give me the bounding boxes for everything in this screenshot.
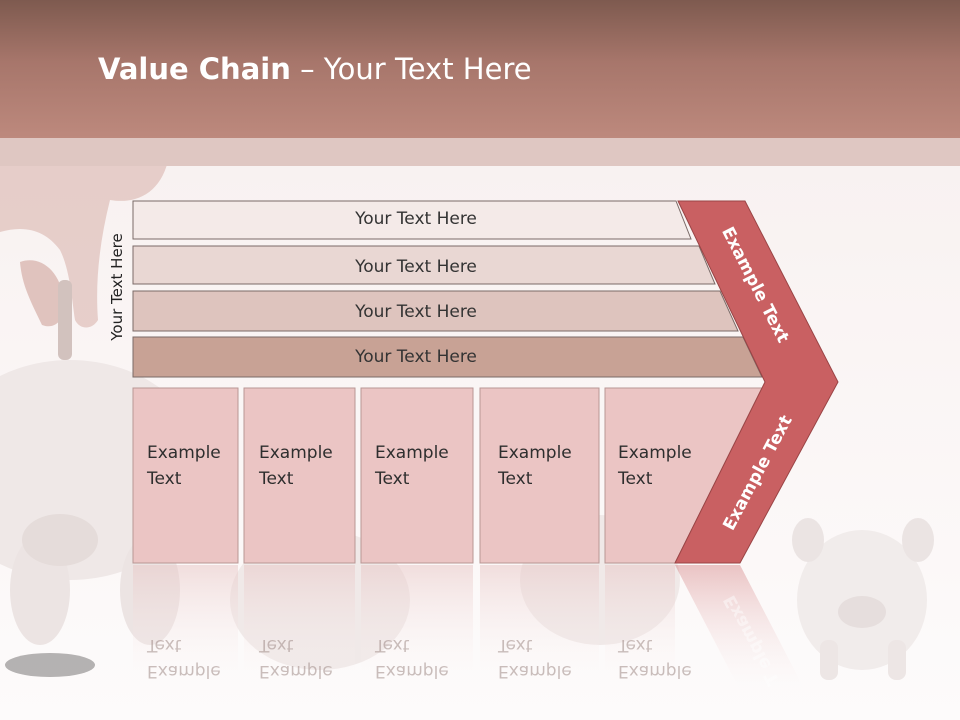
box-reflection-label-5-line2: Text: [618, 635, 653, 655]
chevron-reflection: [675, 565, 810, 700]
title-bold: Value Chain: [98, 52, 291, 86]
box-label-4-line2: Text: [498, 469, 533, 489]
box-reflection-label-2: Example Text: [259, 632, 333, 684]
header-band: [0, 138, 960, 166]
box-reflection-label-2-line1: Example: [259, 661, 333, 681]
box-4: [479, 387, 600, 564]
box-label-5-line2: Text: [618, 469, 653, 489]
bar-1: [132, 200, 692, 240]
box-reflection-label-4: Example Text: [498, 632, 572, 684]
box-reflection-label-4-line2: Text: [498, 635, 533, 655]
box-reflection-label-3-line1: Example: [375, 661, 449, 681]
box-reflection-2: [244, 565, 355, 695]
bar-2: [132, 245, 716, 285]
slide-title: Value Chain – Your Text Here: [98, 52, 532, 86]
box-reflection-label-1-line1: Example: [147, 661, 221, 681]
bar-label-1: Your Text Here: [355, 209, 477, 229]
title-rest: – Your Text Here: [290, 52, 532, 86]
bar-4: [132, 336, 763, 378]
box-reflection-4: [480, 565, 599, 695]
bar-label-2: Your Text Here: [355, 257, 477, 277]
header-bar: [0, 0, 960, 138]
box-reflection-label-4-line1: Example: [498, 661, 572, 681]
box-reflection-label-1-line2: Text: [147, 635, 182, 655]
box-label-1-line1: Example: [147, 443, 221, 463]
bar-label-3: Your Text Here: [355, 302, 477, 322]
box-reflection-label-5-line1: Example: [618, 661, 692, 681]
box-reflection-label-1: Example Text: [147, 632, 221, 684]
box-label-4-line1: Example: [498, 443, 572, 463]
box-reflection-label-2-line2: Text: [259, 635, 294, 655]
box-label-3-line1: Example: [375, 443, 449, 463]
chevron-arrow: [674, 200, 839, 564]
box-label-2-line2: Text: [259, 469, 294, 489]
box-2: [243, 387, 356, 564]
box-1: [132, 387, 239, 564]
box-label-2-line1: Example: [259, 443, 333, 463]
bar-label-4: Your Text Here: [355, 347, 477, 367]
box-label-1-line2: Text: [147, 469, 182, 489]
box-label-3-line2: Text: [375, 469, 410, 489]
box-label-5-line1: Example: [618, 443, 692, 463]
box-reflection-label-5: Example Text: [618, 632, 692, 684]
box-reflection-label-3-line2: Text: [375, 635, 410, 655]
box-reflection-5: [605, 565, 675, 695]
box-reflection-label-3: Example Text: [375, 632, 449, 684]
box-reflection-3: [361, 565, 473, 695]
bar-3: [132, 290, 739, 332]
box-reflection-1: [133, 565, 238, 695]
box-3: [360, 387, 474, 564]
